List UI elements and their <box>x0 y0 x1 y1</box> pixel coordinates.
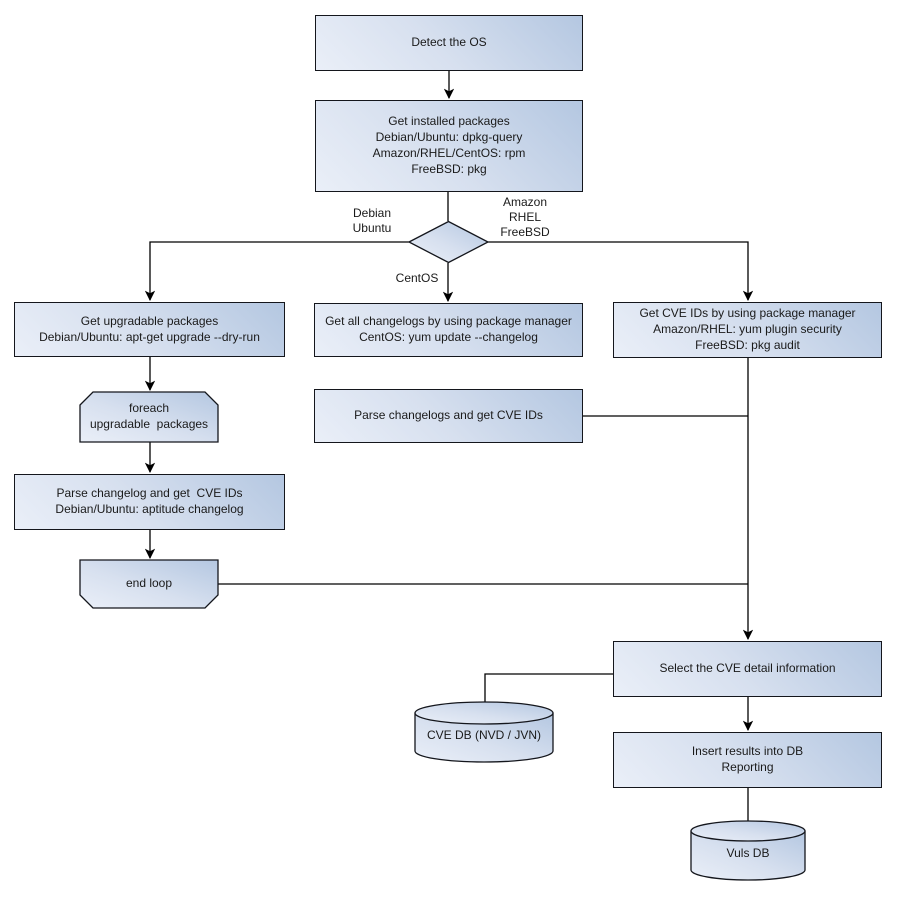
foreach-loop-shape <box>79 391 219 443</box>
node-vuls-db: Vuls DB <box>691 834 805 874</box>
node-get-cve-ids-package-manager-label: Get CVE IDs by using package manager Ama… <box>639 306 856 352</box>
node-get-all-changelogs: Get all changelogs by using package mana… <box>314 303 583 357</box>
node-detect-os: Detect the OS <box>315 15 583 71</box>
vuls-db-cylinder-body <box>690 831 806 881</box>
node-vuls-db-label: Vuls DB <box>726 846 770 861</box>
node-insert-results: Insert results into DB Reporting <box>613 732 882 788</box>
node-select-cve-detail: Select the CVE detail information <box>613 641 882 697</box>
node-end-loop: end loop <box>80 560 218 608</box>
node-parse-changelog-debian-label: Parse changelog and get CVE IDs Debian/U… <box>55 486 244 516</box>
node-parse-changelog-debian: Parse changelog and get CVE IDs Debian/U… <box>14 474 285 530</box>
edge-label-debian-ubuntu: Debian Ubuntu <box>352 206 392 235</box>
vuls-db-cylinder-top <box>690 820 806 842</box>
edge-branch-debian <box>144 241 409 302</box>
node-cve-db-label: CVE DB (NVD / JVN) <box>426 728 541 743</box>
edge-select-to-cvedb <box>484 673 613 702</box>
node-get-installed-packages: Get installed packages Debian/Ubuntu: dp… <box>315 100 583 192</box>
node-parse-changelogs-centos: Parse changelogs and get CVE IDs <box>314 389 583 443</box>
node-foreach-loop-label: foreach upgradable packages <box>89 401 209 431</box>
node-get-cve-ids-package-manager: Get CVE IDs by using package manager Ama… <box>613 302 882 358</box>
node-get-all-changelogs-label: Get all changelogs by using package mana… <box>325 314 572 344</box>
node-cve-db: CVE DB (NVD / JVN) <box>415 714 553 758</box>
node-detect-os-label: Detect the OS <box>411 35 487 50</box>
edge-label-centos: CentOS <box>395 271 439 285</box>
end-loop-shape <box>79 559 219 609</box>
node-foreach-loop: foreach upgradable packages <box>80 392 218 442</box>
edge-label-amazon-rhel-freebsd: Amazon RHEL FreeBSD <box>500 195 550 239</box>
node-get-upgradable-packages: Get upgradable packages Debian/Ubuntu: a… <box>14 302 285 357</box>
os-branch-diamond <box>407 220 490 264</box>
node-insert-results-label: Insert results into DB Reporting <box>691 744 804 774</box>
cve-db-cylinder-top <box>414 701 554 725</box>
node-end-loop-label: end loop <box>125 576 173 591</box>
node-get-installed-packages-label: Get installed packages Debian/Ubuntu: dp… <box>372 114 526 176</box>
edge-branch-amazon <box>488 241 754 302</box>
node-select-cve-detail-label: Select the CVE detail information <box>659 661 836 676</box>
node-parse-changelogs-centos-label: Parse changelogs and get CVE IDs <box>354 408 543 423</box>
node-get-upgradable-packages-label: Get upgradable packages Debian/Ubuntu: a… <box>39 313 260 344</box>
cve-db-cylinder-body <box>414 713 554 763</box>
